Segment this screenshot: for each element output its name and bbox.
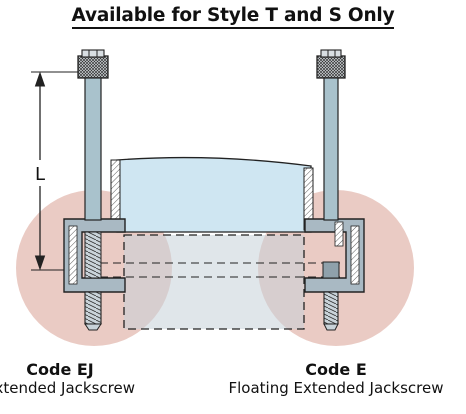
connector-shell <box>110 156 314 233</box>
left-option-caption: Code EJ Extended Jackscrew <box>0 360 210 398</box>
right-option-description: Floating Extended Jackscrew <box>228 379 444 397</box>
right-option-caption: Code E Floating Extended Jackscrew <box>186 360 466 398</box>
section-heading: Available for Style T and S Only <box>0 5 466 29</box>
left-option-description: Extended Jackscrew <box>0 379 135 397</box>
mating-connector-outline <box>100 234 340 330</box>
right-option-code: Code E <box>305 360 367 379</box>
left-option-code: Code EJ <box>26 360 94 379</box>
dimension-l <box>31 71 88 271</box>
right-bracket <box>304 218 365 293</box>
section-heading-text: Available for Style T and S Only <box>71 5 395 29</box>
right-jackscrew <box>316 49 346 331</box>
left-jackscrew <box>77 49 109 331</box>
dimension-l-label: L <box>35 164 45 185</box>
left-bracket <box>63 218 126 293</box>
